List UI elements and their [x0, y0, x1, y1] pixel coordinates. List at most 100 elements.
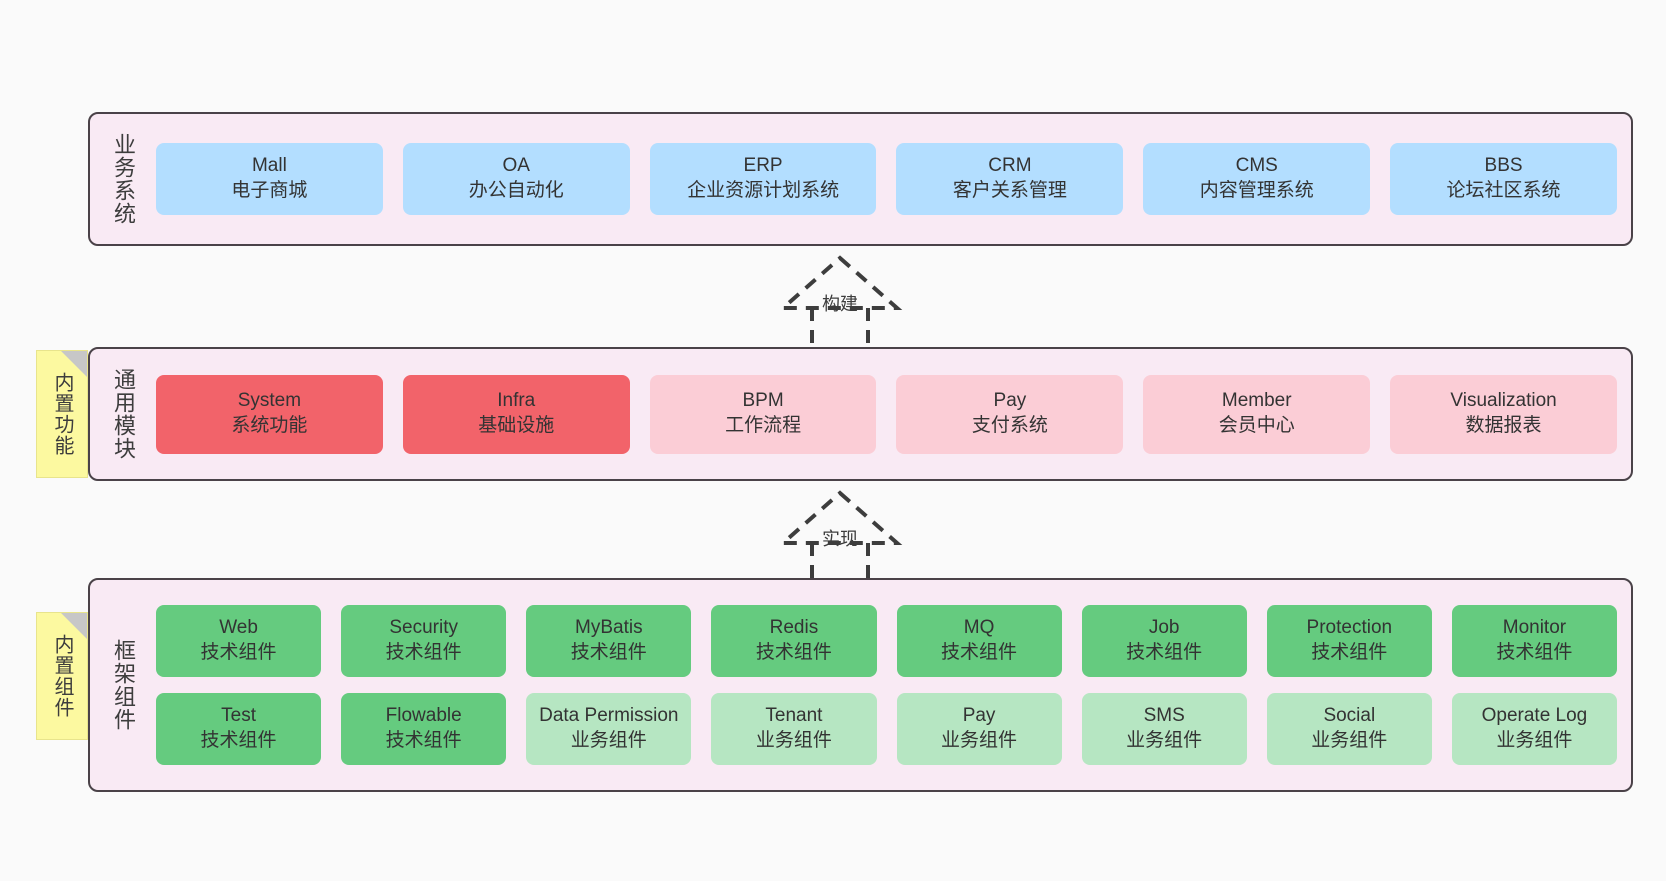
card-oa[interactable]: OA 办公自动化	[402, 143, 630, 215]
card-title-cn: 系统功能	[231, 415, 308, 436]
card-title-cn: 业务组件	[941, 730, 1018, 751]
card-bpm[interactable]: BPM 工作流程	[649, 374, 877, 454]
card-operate-log[interactable]: Operate Log 业务组件	[1451, 693, 1617, 765]
layer-business-body: Mall 电子商城 OA 办公自动化 ERP 企业资源计划系统 CRM 客户关系…	[146, 114, 1631, 244]
card-title-cn: 工作流程	[725, 415, 802, 436]
dashed-hollow-arrow-icon	[777, 255, 903, 352]
card-title-cn: 技术组件	[385, 730, 462, 751]
card-title-cn: 业务组件	[1311, 730, 1388, 751]
card-monitor[interactable]: Monitor 技术组件	[1451, 605, 1617, 677]
card-title-en: Job	[1148, 617, 1180, 639]
card-mall[interactable]: Mall 电子商城	[156, 143, 383, 215]
card-title-en: CMS	[1235, 155, 1278, 177]
card-visualization[interactable]: Visualization 数据报表	[1390, 374, 1617, 454]
card-title-en: BPM	[742, 390, 784, 412]
card-title-en: Member	[1221, 390, 1292, 412]
card-test[interactable]: Test 技术组件	[156, 693, 322, 765]
card-title-en: BBS	[1484, 155, 1523, 177]
card-cms[interactable]: CMS 内容管理系统	[1143, 143, 1371, 215]
card-title-cn: 业务组件	[1496, 730, 1573, 751]
layer-common-modules: 通用模块 System 系统功能 Infra 基础设施 BPM 工作流程 Pay…	[88, 347, 1633, 481]
card-protection[interactable]: Protection 技术组件	[1266, 605, 1432, 677]
layer-framework-body: Web 技术组件 Security 技术组件 MyBatis 技术组件 Redi…	[146, 580, 1631, 790]
card-web[interactable]: Web 技术组件	[156, 605, 322, 677]
layer-framework-components: 框架组件 Web 技术组件 Security 技术组件 MyBatis 技术组件…	[88, 578, 1633, 792]
layer-framework-title: 框架组件	[110, 639, 136, 731]
card-mybatis[interactable]: MyBatis 技术组件	[526, 605, 692, 677]
card-title-cn: 业务组件	[570, 730, 647, 751]
card-pay[interactable]: Pay 支付系统	[896, 374, 1124, 454]
card-title-en: SMS	[1143, 705, 1185, 727]
card-title-cn: 业务组件	[1126, 730, 1203, 751]
card-title-cn: 技术组件	[570, 642, 647, 663]
card-data-permission[interactable]: Data Permission 业务组件	[526, 693, 692, 765]
card-title-en: Infra	[497, 390, 536, 412]
card-title-cn: 基础设施	[478, 415, 555, 436]
card-title-en: Security	[389, 617, 458, 639]
layer-modules-title: 通用模块	[110, 368, 136, 460]
card-title-cn: 电子商城	[231, 180, 308, 201]
card-infra[interactable]: Infra 基础设施	[402, 374, 630, 454]
card-title-en: Pay	[993, 390, 1027, 412]
card-title-en: Tenant	[765, 705, 823, 727]
card-title-cn: 技术组件	[1311, 642, 1388, 663]
card-title-cn: 技术组件	[200, 730, 277, 751]
card-title-en: Operate Log	[1481, 705, 1588, 727]
note-builtin-components: 内置组件	[36, 612, 88, 740]
card-title-en: Protection	[1306, 617, 1393, 639]
card-title-en: Flowable	[385, 705, 462, 727]
card-sms[interactable]: SMS 业务组件	[1081, 693, 1247, 765]
card-title-cn: 办公自动化	[468, 180, 564, 201]
card-erp[interactable]: ERP 企业资源计划系统	[649, 143, 877, 215]
card-flowable[interactable]: Flowable 技术组件	[341, 693, 507, 765]
note-label: 内置组件	[51, 634, 73, 718]
dashed-hollow-arrow-icon	[777, 490, 903, 587]
note-label: 内置功能	[51, 372, 73, 456]
card-title-en: Pay	[962, 705, 996, 727]
card-title-cn: 技术组件	[755, 642, 832, 663]
card-title-en: System	[237, 390, 302, 412]
framework-card-row-2: Test 技术组件 Flowable 技术组件 Data Permission …	[156, 693, 1617, 765]
card-mq[interactable]: MQ 技术组件	[896, 605, 1062, 677]
card-title-cn: 内容管理系统	[1199, 180, 1314, 201]
card-system[interactable]: System 系统功能	[156, 374, 383, 454]
business-card-row: Mall 电子商城 OA 办公自动化 ERP 企业资源计划系统 CRM 客户关系…	[156, 143, 1617, 215]
card-title-en: Data Permission	[539, 705, 679, 727]
card-title-cn: 企业资源计划系统	[687, 180, 840, 201]
card-title-en: MQ	[963, 617, 995, 639]
card-title-cn: 技术组件	[941, 642, 1018, 663]
card-bbs[interactable]: BBS 论坛社区系统	[1390, 143, 1617, 215]
card-title-en: Redis	[769, 617, 819, 639]
card-title-cn: 技术组件	[1126, 642, 1203, 663]
framework-card-row-1: Web 技术组件 Security 技术组件 MyBatis 技术组件 Redi…	[156, 605, 1617, 677]
card-title-cn: 技术组件	[385, 642, 462, 663]
card-title-en: Social	[1323, 705, 1376, 727]
layer-modules-body: System 系统功能 Infra 基础设施 BPM 工作流程 Pay 支付系统…	[146, 349, 1631, 479]
card-social[interactable]: Social 业务组件	[1266, 693, 1432, 765]
card-member[interactable]: Member 会员中心	[1143, 374, 1371, 454]
card-title-cn: 客户关系管理	[952, 180, 1067, 201]
card-title-en: ERP	[743, 155, 783, 177]
note-builtin-functions: 内置功能	[36, 350, 88, 478]
card-crm[interactable]: CRM 客户关系管理	[896, 143, 1124, 215]
card-tenant[interactable]: Tenant 业务组件	[711, 693, 877, 765]
card-title-en: OA	[502, 155, 530, 177]
card-title-cn: 支付系统	[971, 415, 1048, 436]
card-title-en: MyBatis	[575, 617, 643, 639]
card-title-cn: 论坛社区系统	[1446, 180, 1561, 201]
card-title-cn: 数据报表	[1465, 415, 1542, 436]
card-title-cn: 技术组件	[200, 642, 277, 663]
card-title-en: CRM	[988, 155, 1032, 177]
connector-realize: 实现	[755, 487, 925, 587]
card-redis[interactable]: Redis 技术组件	[711, 605, 877, 677]
card-title-en: Monitor	[1502, 617, 1567, 639]
card-title-en: Mall	[251, 155, 287, 177]
modules-card-row: System 系统功能 Infra 基础设施 BPM 工作流程 Pay 支付系统…	[156, 374, 1617, 454]
card-title-en: Web	[219, 617, 258, 639]
card-pay-component[interactable]: Pay 业务组件	[896, 693, 1062, 765]
connector-build: 构建	[755, 252, 925, 352]
card-job[interactable]: Job 技术组件	[1081, 605, 1247, 677]
card-security[interactable]: Security 技术组件	[341, 605, 507, 677]
card-title-cn: 技术组件	[1496, 642, 1573, 663]
